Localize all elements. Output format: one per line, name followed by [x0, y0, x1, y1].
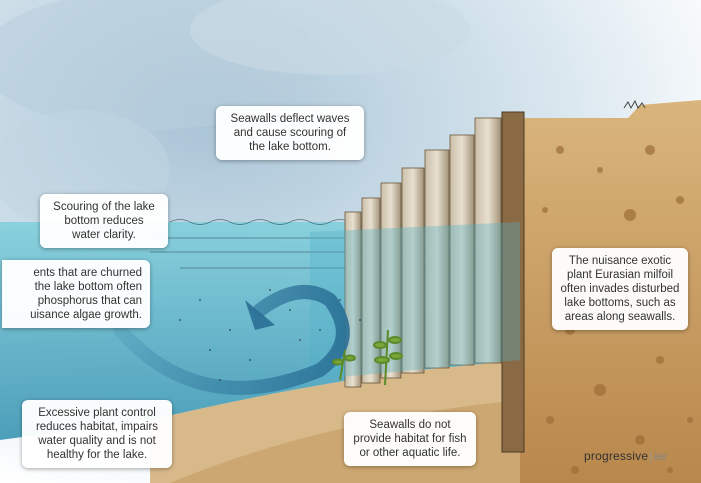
progressive-ae-logo: progressive|ae — [584, 449, 667, 463]
aquatic-plant-icon — [332, 329, 403, 386]
callout-plant-control: Excessive plant control reduces habitat,… — [22, 400, 172, 468]
water-over-wall — [310, 222, 520, 380]
grass-tufts — [623, 99, 646, 110]
cloud — [190, 0, 470, 75]
logo-name: progressive — [584, 449, 649, 463]
callout-eurasian-milfoil: The nuisance exotic plant Eurasian milfo… — [552, 248, 688, 330]
logo-separator: | — [649, 449, 653, 463]
logo-suffix: ae — [653, 449, 668, 463]
sediment-particles — [179, 289, 361, 381]
seawall — [344, 111, 525, 453]
callout-nutrients-phosphorus: ents that are churned the lake bottom of… — [2, 260, 150, 328]
callout-seawalls-deflect: Seawalls deflect waves and cause scourin… — [216, 106, 364, 160]
curved-arrow-icon — [113, 285, 350, 395]
soil-speckles — [542, 145, 693, 474]
callout-scouring-clarity: Scouring of the lake bottom reduces wate… — [40, 194, 168, 248]
arrow-head — [245, 300, 275, 330]
callout-no-habitat: Seawalls do not provide habitat for fish… — [344, 412, 476, 466]
